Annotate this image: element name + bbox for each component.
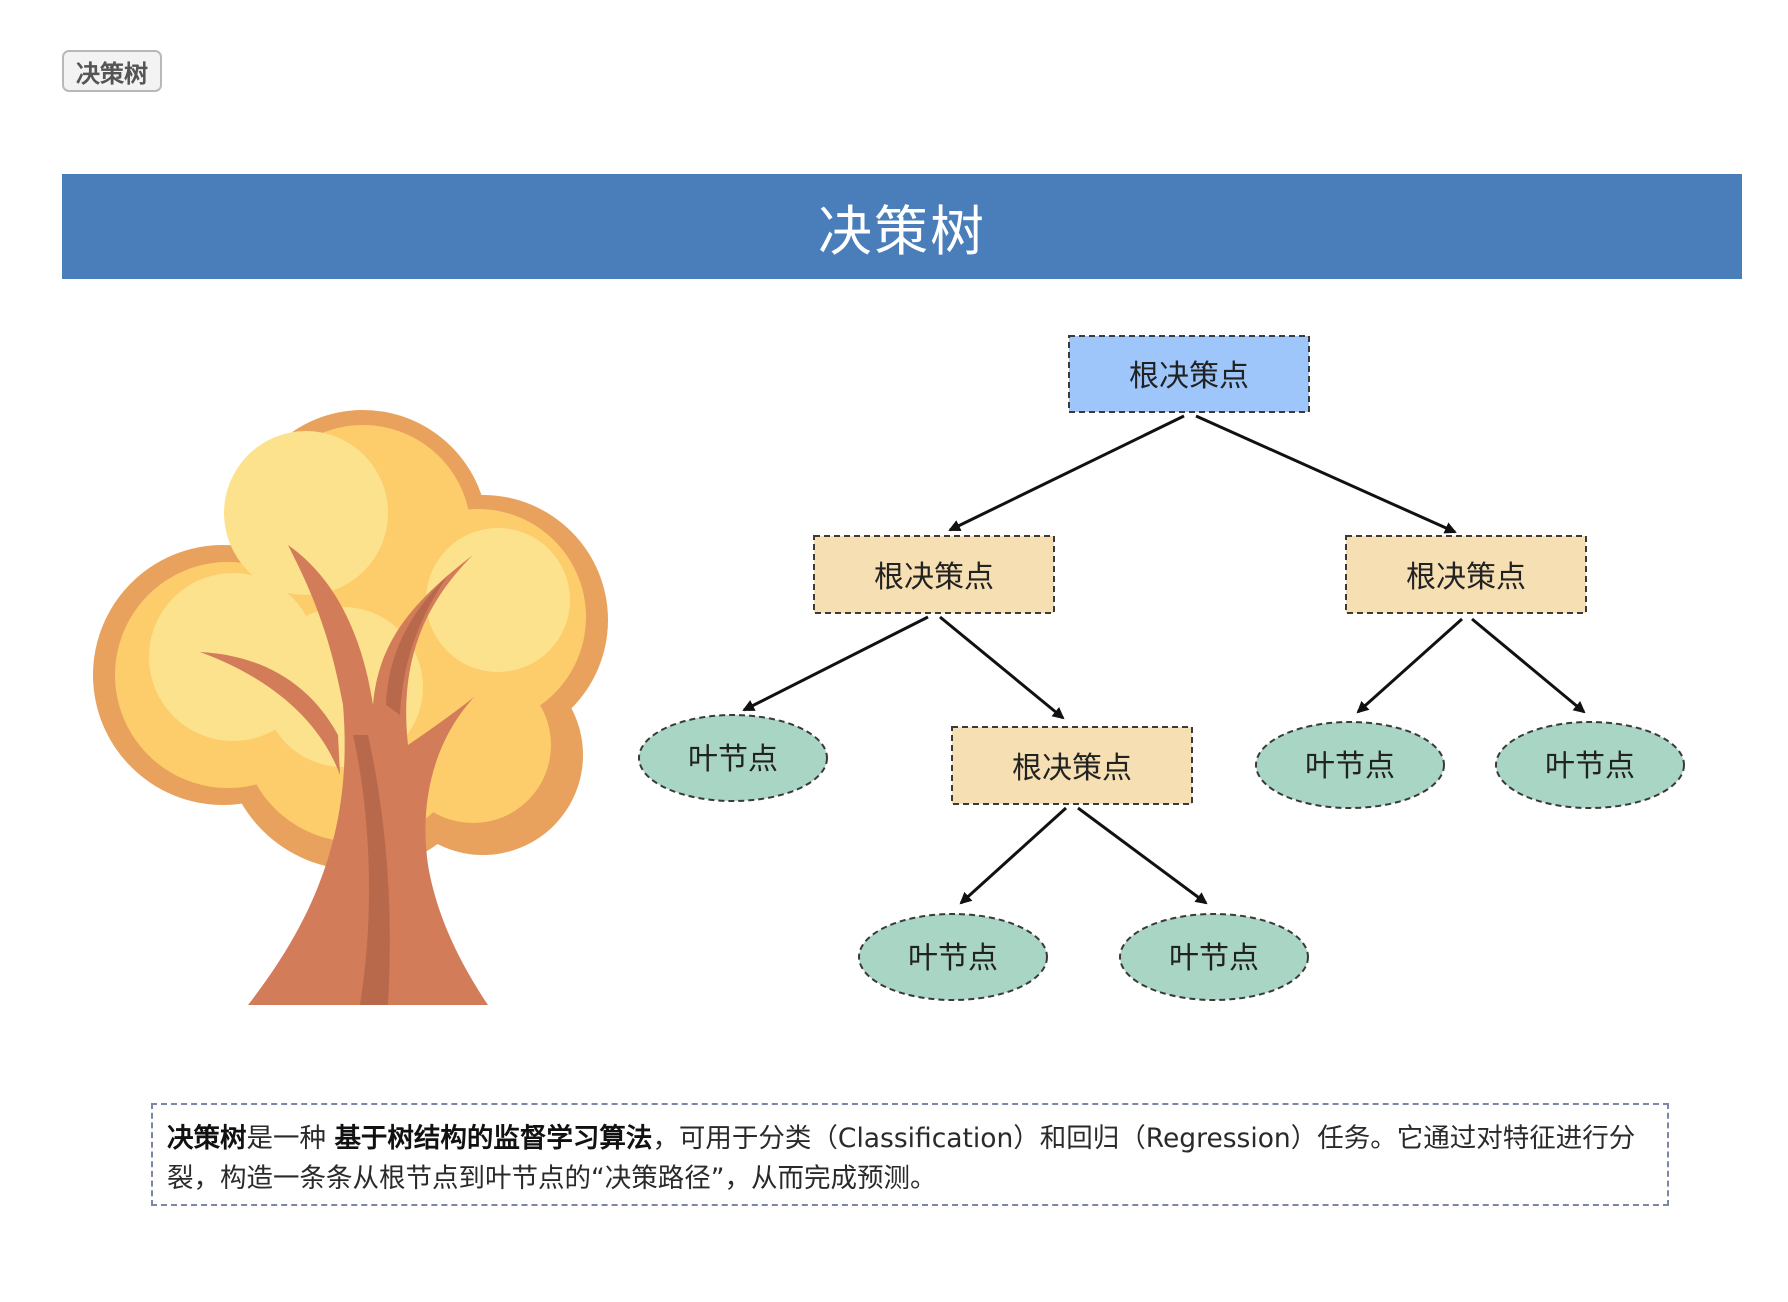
edge-left-mid: [939, 615, 1065, 720]
description-box: 决策树是一种 基于树结构的监督学习算法，可用于分类（Classification…: [151, 1103, 1669, 1206]
description-term: 决策树: [167, 1123, 247, 1154]
node-label: 叶节点: [1169, 941, 1259, 976]
diagram-edges: [742, 414, 1586, 905]
tree-icon: [93, 410, 608, 1005]
leaf-node: 叶节点: [1255, 721, 1445, 809]
description-text-1: 是一种: [246, 1123, 335, 1154]
node-label: 叶节点: [1305, 749, 1395, 784]
title-banner: 决策树: [62, 174, 1742, 279]
edge-root-left: [948, 414, 1185, 532]
node-label: 根决策点: [874, 560, 994, 595]
edge-root-right: [1195, 414, 1457, 534]
node-label: 叶节点: [1545, 749, 1635, 784]
decision-node-left: 根决策点: [813, 535, 1055, 614]
tree-trunk: [200, 545, 488, 1005]
description-emphasis: 基于树结构的监督学习算法: [334, 1123, 653, 1154]
edge-left-leaf: [742, 615, 929, 712]
edge-mid-leaf2: [1077, 806, 1208, 905]
description-text-2: ，可用于分类（Classification）和回归（Regression）任务。…: [167, 1123, 1636, 1194]
category-tag-label: 决策树: [76, 59, 148, 88]
decision-node-middle: 根决策点: [951, 726, 1193, 805]
leaf-node: 叶节点: [638, 714, 828, 802]
leaf-node: 叶节点: [1119, 913, 1309, 1001]
node-label: 叶节点: [688, 742, 778, 777]
node-label: 根决策点: [1406, 560, 1526, 595]
root-decision-node: 根决策点: [1068, 335, 1310, 413]
edge-right-leaf2: [1471, 617, 1586, 714]
node-label: 根决策点: [1129, 359, 1249, 394]
edge-mid-leaf1: [959, 806, 1068, 905]
edge-right-leaf1: [1356, 617, 1463, 714]
decision-node-right: 根决策点: [1345, 535, 1587, 614]
page-title: 决策树: [818, 200, 986, 263]
leaf-node: 叶节点: [858, 913, 1048, 1001]
leaf-node: 叶节点: [1495, 721, 1685, 809]
node-label: 根决策点: [1012, 751, 1132, 786]
category-tag: 决策树: [62, 50, 162, 92]
node-label: 叶节点: [908, 941, 998, 976]
